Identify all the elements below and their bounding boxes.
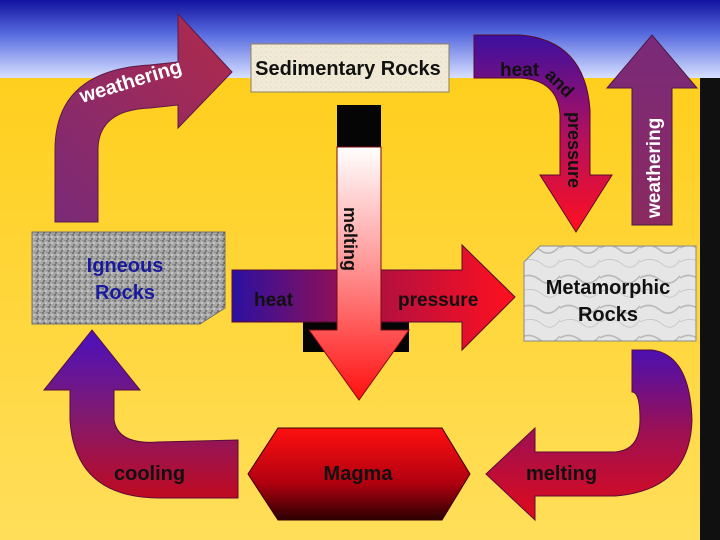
pressure-center-label: pressure xyxy=(398,290,478,311)
igneous-label-line2: Rocks xyxy=(95,282,155,304)
metamorphic-label-line2: Rocks xyxy=(578,304,638,326)
metamorphic-rocks-box xyxy=(523,245,697,342)
cooling-label: cooling xyxy=(114,463,185,485)
melting-center-arrow xyxy=(308,146,410,401)
igneous-label-line1: Igneous xyxy=(87,255,164,277)
pressure-vertical-label: pressure xyxy=(564,112,584,188)
right-edge-bar xyxy=(700,78,720,540)
metamorphic-label-line1: Metamorphic xyxy=(546,277,670,299)
sedimentary-rocks-box xyxy=(250,43,450,93)
magma-label: Magma xyxy=(324,463,394,485)
sedimentary-rocks-label: Sedimentary Rocks xyxy=(255,58,441,80)
weathering-right-label: weathering xyxy=(644,118,665,219)
heat-and-pressure-arrow xyxy=(473,34,613,233)
melting-center-label: melting xyxy=(340,207,360,271)
magma-shape xyxy=(247,427,471,521)
weathering-left-arrow xyxy=(54,12,233,223)
melting-bottom-arrow xyxy=(485,349,693,522)
heat-label-top: heat xyxy=(500,60,540,81)
heat-center-label: heat xyxy=(254,290,294,311)
igneous-rocks-box xyxy=(31,231,226,325)
weathering-right-arrow xyxy=(605,34,699,226)
cooling-arrow xyxy=(42,329,239,499)
center-black-block-top xyxy=(337,105,381,147)
melting-bottom-label: melting xyxy=(526,463,597,485)
